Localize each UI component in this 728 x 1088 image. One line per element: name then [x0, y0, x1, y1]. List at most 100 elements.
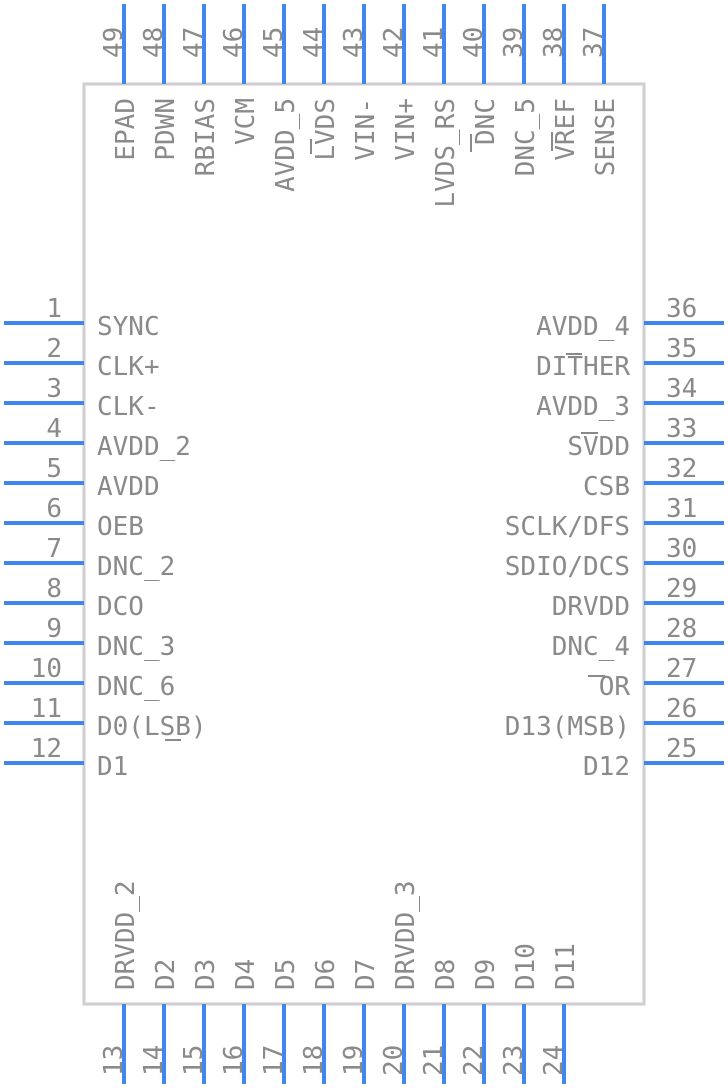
- pin-15-number: 15: [179, 1045, 209, 1076]
- pin-22-number: 22: [459, 1045, 489, 1076]
- pin-31-label-sclk-dfs: SCLK/DFS: [505, 512, 630, 542]
- pin-44-number: 44: [299, 27, 329, 58]
- pin-40-number: 40: [459, 27, 489, 58]
- pin-25-label-d12: D12: [583, 752, 630, 782]
- pin-5-number: 5: [46, 454, 62, 484]
- pin-37-label-sense: SENSE: [591, 98, 621, 176]
- pin-47-number: 47: [179, 27, 209, 58]
- pin-33-label-svdd: SVDD: [567, 432, 630, 462]
- pin-32-label-csb: CSB: [583, 472, 630, 502]
- pin-43-number: 43: [339, 27, 369, 58]
- pin-8-label-dco: DCO: [97, 592, 144, 622]
- pin-4-label-avdd-2: AVDD_2: [97, 432, 191, 462]
- pin-36-number: 36: [666, 294, 697, 324]
- pin-46-number: 46: [219, 27, 249, 58]
- pin-17-number: 17: [259, 1045, 289, 1076]
- pin-49-label-epad: EPAD: [111, 98, 141, 161]
- pin-4-number: 4: [46, 414, 62, 444]
- pin-14-number: 14: [139, 1045, 169, 1076]
- pin-43-label-vin: VIN-: [351, 98, 381, 161]
- pin-20-label-drvdd-3: DRVDD_3: [391, 880, 421, 990]
- pin-10-number: 10: [31, 654, 62, 684]
- pin-7-label-dnc-2: DNC_2: [97, 552, 175, 582]
- pin-27-number: 27: [666, 654, 697, 684]
- pin-3-label-clk: CLK-: [97, 392, 160, 422]
- pin-34-number: 34: [666, 374, 697, 404]
- pin-40-label-dnc: DNC: [471, 98, 501, 145]
- pin-38-label-vref: VREF: [551, 98, 581, 161]
- pin-11-label-d0-lsb: D0(LSB): [97, 712, 207, 742]
- pin-9-label-dnc-3: DNC_3: [97, 632, 175, 662]
- pin-48-number: 48: [139, 27, 169, 58]
- pin-30-number: 30: [666, 534, 697, 564]
- pin-6-label-oeb: OEB: [97, 512, 144, 542]
- pin-6-number: 6: [46, 494, 62, 524]
- pin-34-label-avdd-3: AVDD_3: [536, 392, 630, 422]
- pin-29-number: 29: [666, 574, 697, 604]
- pin-41-number: 41: [419, 27, 449, 58]
- pin-26-label-d13-msb: D13(MSB): [505, 712, 630, 742]
- pin-16-number: 16: [219, 1045, 249, 1076]
- pin-28-number: 28: [666, 614, 697, 644]
- pin-7-number: 7: [46, 534, 62, 564]
- pin-24-number: 24: [539, 1045, 569, 1076]
- pin-3-number: 3: [46, 374, 62, 404]
- pin-11-number: 11: [31, 694, 62, 724]
- pin-35-label-dither: DITHER: [536, 352, 630, 382]
- pin-16-label-d4: D4: [231, 959, 261, 990]
- pin-23-label-d10: D10: [511, 943, 541, 990]
- pin-2-label-clk: CLK+: [97, 352, 160, 382]
- pin-22-label-d9: D9: [471, 959, 501, 990]
- pin-18-number: 18: [299, 1045, 329, 1076]
- pin-32-number: 32: [666, 454, 697, 484]
- pin-25-number: 25: [666, 734, 697, 764]
- pin-29-label-drvdd: DRVDD: [552, 592, 630, 622]
- pin-14-label-d2: D2: [151, 959, 181, 990]
- pin-39-label-dnc-5: DNC_5: [511, 98, 541, 176]
- pin-41-label-lvds-rs: LVDS_RS: [431, 98, 461, 208]
- pin-28-label-dnc-4: DNC_4: [552, 632, 630, 662]
- pin-30-label-sdio-dcs: SDIO/DCS: [505, 552, 630, 582]
- pin-42-number: 42: [379, 27, 409, 58]
- pin-9-number: 9: [46, 614, 62, 644]
- pin-49-number: 49: [99, 27, 129, 58]
- pin-23-number: 23: [499, 1045, 529, 1076]
- pin-45-label-avdd-5: AVDD_5: [271, 98, 301, 192]
- pin-13-label-drvdd-2: DRVDD_2: [111, 880, 141, 990]
- pin-18-label-d6: D6: [311, 959, 341, 990]
- pin-35-number: 35: [666, 334, 697, 364]
- pin-38-number: 38: [539, 27, 569, 58]
- pin-46-label-vcm: VCM: [231, 98, 261, 145]
- pin-2-number: 2: [46, 334, 62, 364]
- pin-24-label-d11: D11: [551, 943, 581, 990]
- pin-36-label-avdd-4: AVDD_4: [536, 312, 630, 342]
- pin-45-number: 45: [259, 27, 289, 58]
- pin-8-number: 8: [46, 574, 62, 604]
- pin-47-label-rbias: RBIAS: [191, 98, 221, 176]
- pin-48-label-pdwn: PDWN: [151, 98, 181, 161]
- pin-17-label-d5: D5: [271, 959, 301, 990]
- pin-31-number: 31: [666, 494, 697, 524]
- pin-20-number: 20: [379, 1045, 409, 1076]
- pin-33-number: 33: [666, 414, 697, 444]
- pin-26-number: 26: [666, 694, 697, 724]
- pin-15-label-d3: D3: [191, 959, 221, 990]
- pin-12-label-d1: D1: [97, 752, 128, 782]
- pin-1-label-sync: SYNC: [97, 312, 160, 342]
- pin-44-label-lvds: LVDS: [311, 98, 341, 161]
- pin-5-label-avdd: AVDD: [97, 472, 160, 502]
- pin-19-label-d7: D7: [351, 959, 381, 990]
- pin-21-number: 21: [419, 1045, 449, 1076]
- pin-37-number: 37: [579, 27, 609, 58]
- pin-1-number: 1: [46, 294, 62, 324]
- pin-13-number: 13: [99, 1045, 129, 1076]
- pin-42-label-vin: VIN+: [391, 98, 421, 161]
- pin-21-label-d8: D8: [431, 959, 461, 990]
- pin-39-number: 39: [499, 27, 529, 58]
- pin-12-number: 12: [31, 734, 62, 764]
- pin-10-label-dnc-6: DNC_6: [97, 672, 175, 702]
- chip-body: [82, 82, 646, 1006]
- pin-19-number: 19: [339, 1045, 369, 1076]
